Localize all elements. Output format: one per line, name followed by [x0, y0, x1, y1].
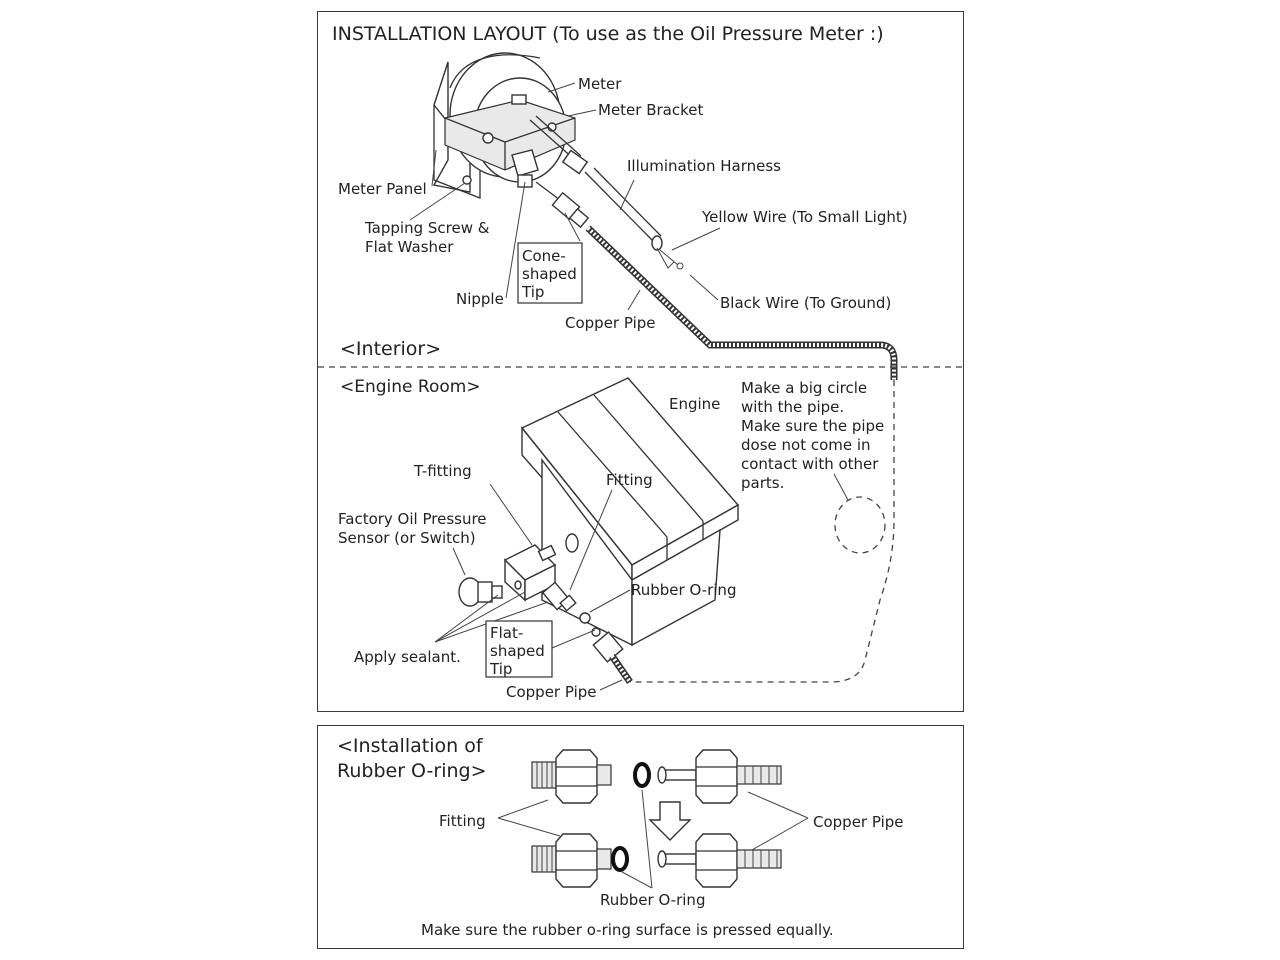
- cone-tip-label-2: shaped: [522, 265, 577, 283]
- down-arrow-icon: [648, 801, 692, 841]
- pipe-note-1: Make a big circle: [741, 379, 867, 397]
- meter-illustration: [432, 52, 898, 380]
- top-leader-lines: [409, 82, 721, 311]
- t-fitting-label: T-fitting: [413, 462, 472, 480]
- yellow-wire-label: Yellow Wire (To Small Light): [701, 208, 908, 226]
- cone-tip-box: [517, 242, 583, 304]
- nipple-label: Nipple: [456, 290, 504, 308]
- interior-label: <Interior>: [340, 338, 441, 360]
- layout-title: INSTALLATION LAYOUT (To use as the Oil P…: [332, 23, 884, 45]
- rubber-oring-label: Rubber O-ring: [631, 581, 736, 599]
- pipe-note-6: parts.: [741, 474, 784, 492]
- oring-title-2: Rubber O-ring>: [337, 760, 487, 782]
- oring-before-illustration: [531, 749, 782, 804]
- fittings-illustration: [458, 544, 633, 684]
- flat-tip-label-3: Tip: [489, 660, 512, 678]
- flat-tip-label-2: shaped: [490, 642, 545, 660]
- engine-room-label: <Engine Room>: [340, 377, 481, 397]
- oring-title-1: <Installation of: [337, 735, 484, 757]
- pipe-note-5: contact with other: [741, 455, 879, 473]
- apply-sealant-label: Apply sealant.: [354, 648, 461, 666]
- pipe-route: [630, 380, 895, 683]
- fitting-label: Fitting: [606, 471, 653, 489]
- sensor-label-1: Factory Oil Pressure: [338, 510, 487, 528]
- meter-panel-label: Meter Panel: [338, 180, 427, 198]
- pipe-note-2: with the pipe.: [741, 398, 844, 416]
- oring-copper-pipe-label: Copper Pipe: [813, 813, 904, 831]
- black-wire-label: Black Wire (To Ground): [720, 294, 891, 312]
- cone-tip-label-1: Cone-: [522, 247, 566, 265]
- meter-bracket-label: Meter Bracket: [598, 101, 703, 119]
- oring-note: Make sure the rubber o-ring surface is p…: [421, 921, 834, 939]
- illumination-harness-label: Illumination Harness: [627, 157, 781, 175]
- meter-label: Meter: [578, 75, 622, 93]
- flat-washer-label: Flat Washer: [365, 238, 454, 256]
- pipe-note-3: Make sure the pipe: [741, 417, 884, 435]
- pipe-circle: [834, 496, 886, 554]
- oring-after-illustration: [531, 833, 782, 888]
- oring-rubber-label: Rubber O-ring: [600, 891, 705, 909]
- tapping-screw-label: Tapping Screw &: [364, 219, 490, 237]
- oring-fitting-label: Fitting: [439, 812, 486, 830]
- sensor-label-2: Sensor (or Switch): [338, 529, 476, 547]
- engine-label: Engine: [669, 395, 720, 413]
- cone-tip-label-3: Tip: [521, 283, 544, 301]
- copper-pipe-top-label: Copper Pipe: [565, 314, 656, 332]
- copper-pipe-bottom-label: Copper Pipe: [506, 683, 597, 701]
- pipe-note-4: dose not come in: [741, 436, 871, 454]
- oring-leader-lines: [497, 789, 809, 889]
- flat-tip-label-1: Flat-: [490, 624, 523, 642]
- flat-tip-box: [485, 620, 553, 678]
